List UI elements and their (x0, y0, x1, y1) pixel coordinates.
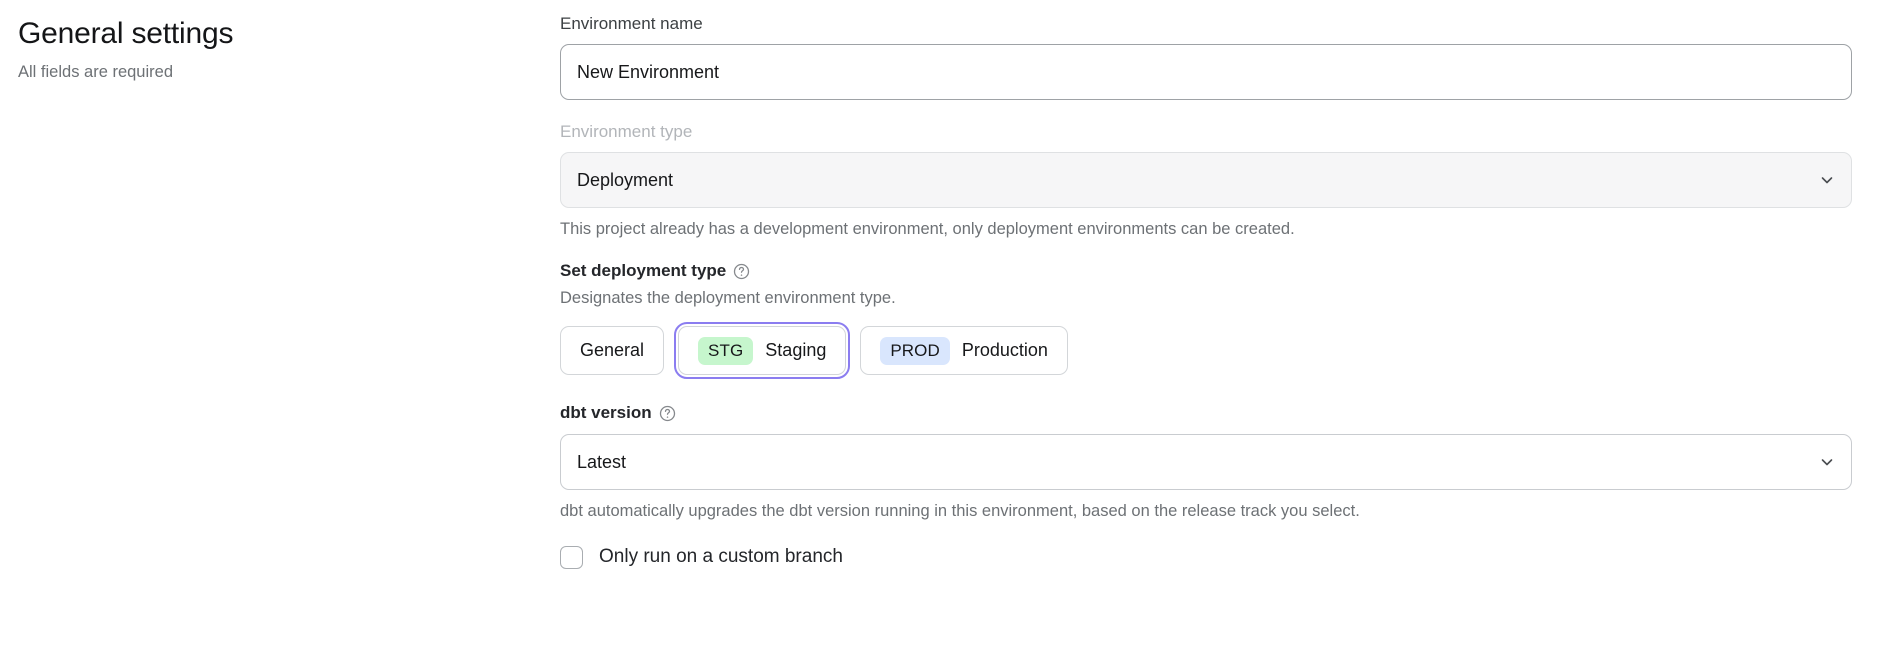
deployment-type-label: Set deployment type (560, 261, 727, 280)
environment-type-label: Environment type (560, 122, 693, 141)
page-title: General settings (18, 17, 234, 50)
environment-name-field: Environment name New Environment (560, 12, 1852, 100)
custom-branch-label: Only run on a custom branch (599, 546, 843, 567)
page-subtitle: All fields are required (18, 63, 173, 81)
deployment-type-option-production-label: Production (961, 340, 1048, 360)
chevron-down-icon (1819, 454, 1835, 470)
dbt-version-label: dbt version (560, 403, 652, 422)
deployment-type-options: General STG Staging PROD Production (560, 322, 1852, 379)
dbt-version-field: dbt version Latest dbt automatically upg… (560, 401, 1852, 523)
dbt-version-label-row: dbt version (560, 401, 1852, 425)
deployment-type-option-staging-label: Staging (765, 340, 827, 360)
settings-form: Environment name New Environment Environ… (560, 12, 1852, 569)
environment-type-value: Deployment (577, 169, 674, 190)
dbt-version-select[interactable]: Latest (560, 434, 1852, 490)
deployment-type-label-row: Set deployment type (560, 259, 1852, 283)
dbt-version-value: Latest (577, 451, 627, 472)
environment-name-label: Environment name (560, 14, 703, 33)
environment-name-input[interactable]: New Environment (560, 44, 1852, 100)
deployment-type-option-general-wrap: General (560, 326, 665, 375)
environment-type-help-text: This project already has a development e… (560, 220, 1295, 238)
deployment-type-field: Set deployment type Designates the deplo… (560, 259, 1852, 379)
custom-branch-checkbox[interactable] (560, 545, 583, 569)
help-circle-icon[interactable] (659, 405, 676, 422)
prod-badge: PROD (880, 336, 950, 365)
environment-type-select[interactable]: Deployment (560, 152, 1852, 208)
settings-header: General settings All fields are required (18, 14, 518, 83)
environment-type-field: Environment type Deployment This project… (560, 120, 1852, 241)
deployment-type-description: Designates the deployment environment ty… (560, 289, 896, 307)
deployment-type-option-production[interactable]: PROD Production (860, 326, 1068, 375)
custom-branch-row: Only run on a custom branch (560, 545, 1852, 569)
help-circle-icon[interactable] (733, 263, 750, 280)
deployment-type-option-production-wrap: PROD Production (860, 326, 1068, 375)
deployment-type-option-staging-wrap: STG Staging (674, 322, 851, 379)
stg-badge: STG (698, 336, 754, 365)
chevron-down-icon (1819, 172, 1835, 188)
environment-name-value: New Environment (577, 61, 720, 82)
deployment-type-option-staging[interactable]: STG Staging (678, 326, 847, 375)
deployment-type-option-general-label: General (580, 340, 645, 360)
deployment-type-option-general[interactable]: General (560, 326, 665, 375)
dbt-version-help-text: dbt automatically upgrades the dbt versi… (560, 502, 1360, 520)
